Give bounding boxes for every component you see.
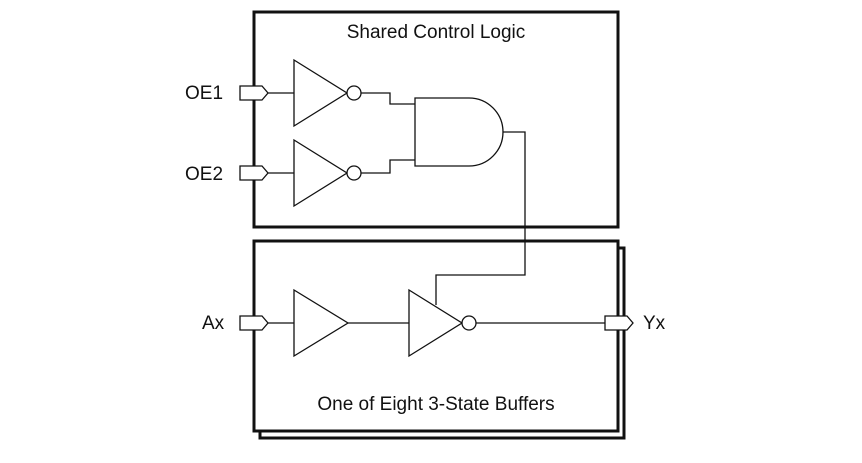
pin-connector-ax — [239, 315, 269, 331]
inverter-bubble-oe1 — [346, 85, 362, 101]
wire-oe1-to-and — [361, 92, 415, 105]
input-buffer-ax — [293, 288, 350, 358]
inverter-bubble-oe2 — [346, 165, 362, 181]
pin-connector-oe2 — [239, 165, 269, 181]
wire-enable — [435, 131, 526, 305]
tristate-bubble — [461, 315, 477, 331]
wire-oe2-to-and — [361, 159, 415, 174]
and-gate — [414, 97, 504, 167]
buffer-block-title: One of Eight 3-State Buffers — [317, 394, 554, 415]
control-logic-title: Shared Control Logic — [347, 22, 526, 43]
pin-connector-yx — [604, 315, 634, 331]
inverter-oe1 — [293, 58, 349, 128]
pin-connector-oe1 — [239, 85, 269, 101]
tristate-buffer — [408, 288, 464, 358]
pin-label-oe2: OE2 — [185, 164, 223, 185]
inverter-oe2 — [293, 138, 349, 208]
pin-label-oe1: OE1 — [185, 83, 223, 104]
pin-label-ax: Ax — [202, 313, 225, 334]
pin-label-yx: Yx — [643, 313, 666, 334]
